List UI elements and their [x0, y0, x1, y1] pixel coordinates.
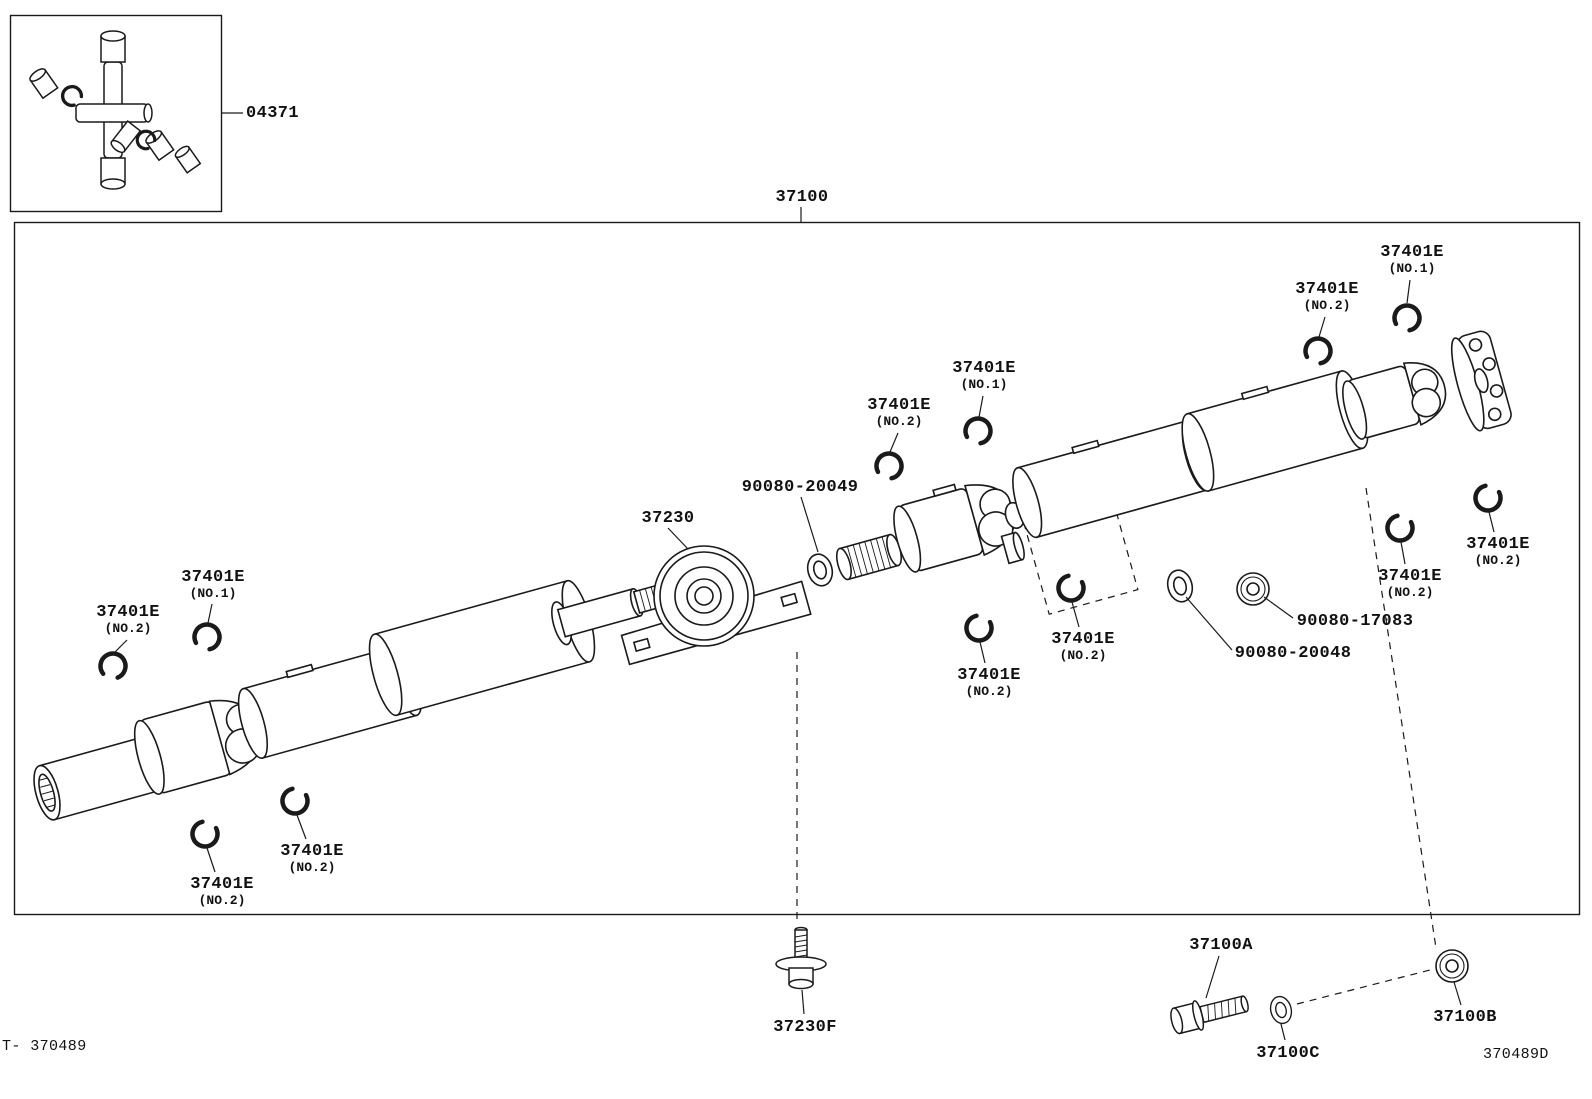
callout-37401E-no2-a: 37401E (NO.2) — [1295, 280, 1359, 314]
snap-ring-drawing — [1471, 484, 1503, 515]
snap-ring-drawing — [1391, 301, 1423, 332]
callout-37401E-no2-b: 37401E (NO.2) — [867, 396, 931, 430]
washer-90080-20049-drawing — [803, 550, 837, 590]
rear-flange-drawing — [1450, 330, 1512, 432]
part-number: 37401E — [1378, 567, 1442, 586]
snap-ring-drawing — [278, 787, 310, 818]
callout-37401E-no1-c: 37401E (NO.1) — [181, 568, 245, 602]
part-number: 90080-17083 — [1296, 612, 1414, 631]
snap-ring-drawing — [873, 449, 905, 480]
callout-37401E-no2-g: 37401E (NO.2) — [1466, 535, 1530, 569]
bearing-cup-drawing — [1000, 531, 1025, 565]
part-number: 37401E — [190, 875, 254, 894]
part-number: 37100C — [1256, 1044, 1320, 1063]
part-number: 90080-20049 — [741, 478, 859, 497]
rear-universal-joint-drawing — [1342, 362, 1447, 440]
callout-37401E-no2-f: 37401E (NO.2) — [1378, 567, 1442, 601]
callout-37401E-no2-d: 37401E (NO.2) — [1051, 630, 1115, 664]
part-number: 37401E — [181, 568, 245, 587]
part-number: 04371 — [246, 104, 300, 123]
callout-90080-20048: 90080-20048 — [1235, 644, 1352, 663]
part-number-suffix: (NO.2) — [1303, 298, 1351, 314]
part-number-suffix: (NO.1) — [1388, 261, 1436, 277]
part-number: 37401E — [1295, 280, 1359, 299]
snap-ring-drawing — [1054, 574, 1086, 605]
part-number-suffix: (NO.2) — [198, 893, 246, 909]
part-number-suffix: (NO.1) — [189, 586, 237, 602]
center-support-bearing-drawing — [620, 545, 812, 666]
snap-ring-drawing — [188, 820, 220, 851]
part-number-suffix: (NO.2) — [1386, 585, 1434, 601]
flange-bolt-37100A-drawing — [1170, 995, 1249, 1035]
callout-37230: 37230 — [641, 509, 694, 528]
part-number: 37401E — [957, 666, 1021, 685]
nut-90080-17083-drawing — [1236, 572, 1270, 606]
part-number: 37100 — [775, 188, 829, 207]
snap-ring-drawing — [98, 651, 128, 679]
callout-90080-20049: 90080-20049 — [742, 478, 859, 497]
part-number: 37401E — [96, 603, 160, 622]
part-number: 37230F — [773, 1018, 837, 1037]
part-number: 37401E — [1051, 630, 1115, 649]
part-number: 37401E — [1466, 535, 1530, 554]
callout-37230F: 37230F — [773, 1018, 837, 1037]
callout-37401E-no2-h: 37401E (NO.2) — [280, 842, 344, 876]
part-number-suffix: (NO.2) — [965, 684, 1013, 700]
part-number-suffix: (NO.2) — [875, 414, 923, 430]
propeller-shaft-drawing — [33, 330, 1512, 821]
callout-37401E-no2-c: 37401E (NO.2) — [96, 603, 160, 637]
snap-ring-drawing — [1383, 514, 1415, 545]
nut-37100B-drawing — [1435, 949, 1469, 983]
callout-04371: 04371 — [246, 104, 299, 123]
callout-37100B: 37100B — [1433, 1008, 1497, 1027]
part-number-suffix: (NO.1) — [960, 377, 1008, 393]
callout-37100A: 37100A — [1189, 936, 1253, 955]
part-number-suffix: (NO.2) — [288, 860, 336, 876]
part-number: 37401E — [867, 396, 931, 415]
callout-37401E-no1-a: 37401E (NO.1) — [1380, 243, 1444, 277]
callout-90080-17083: 90080-17083 — [1297, 612, 1414, 631]
part-number: 37401E — [280, 842, 344, 861]
washer-37100C-drawing — [1267, 993, 1295, 1027]
callout-37401E-no2-e: 37401E (NO.2) — [957, 666, 1021, 700]
universal-joint-kit-drawing — [29, 30, 202, 190]
inset-frame — [9, 14, 223, 213]
callout-37401E-no2-i: 37401E (NO.2) — [190, 875, 254, 909]
drawing-number-left: T- 370489 — [2, 1038, 87, 1055]
part-number: 37100A — [1189, 936, 1253, 955]
callout-37100C: 37100C — [1256, 1044, 1320, 1063]
snap-ring-drawing — [1302, 334, 1334, 365]
part-number: 37401E — [1380, 243, 1444, 262]
part-number: 37230 — [641, 509, 695, 528]
callout-37401E-no1-b: 37401E (NO.1) — [952, 359, 1016, 393]
drawing-number-right: 370489D — [1483, 1046, 1549, 1063]
front-shaft-tube2-drawing — [368, 579, 596, 717]
part-number: 90080-20048 — [1234, 644, 1352, 663]
part-number-suffix: (NO.2) — [1059, 648, 1107, 664]
part-number: 37100B — [1433, 1008, 1497, 1027]
part-number-suffix: (NO.2) — [1474, 553, 1522, 569]
center-bearing-bolt-drawing — [775, 926, 827, 990]
leader-lines — [114, 112, 1495, 1041]
snap-ring-drawing — [191, 620, 223, 651]
callout-37100: 37100 — [775, 188, 828, 207]
washer-90080-20048-drawing — [1163, 566, 1197, 606]
snap-ring-drawing — [962, 414, 994, 445]
center-spline-stub-drawing — [835, 533, 903, 581]
part-number-suffix: (NO.2) — [104, 621, 152, 637]
snap-ring-drawing — [962, 614, 994, 645]
part-number: 37401E — [952, 359, 1016, 378]
